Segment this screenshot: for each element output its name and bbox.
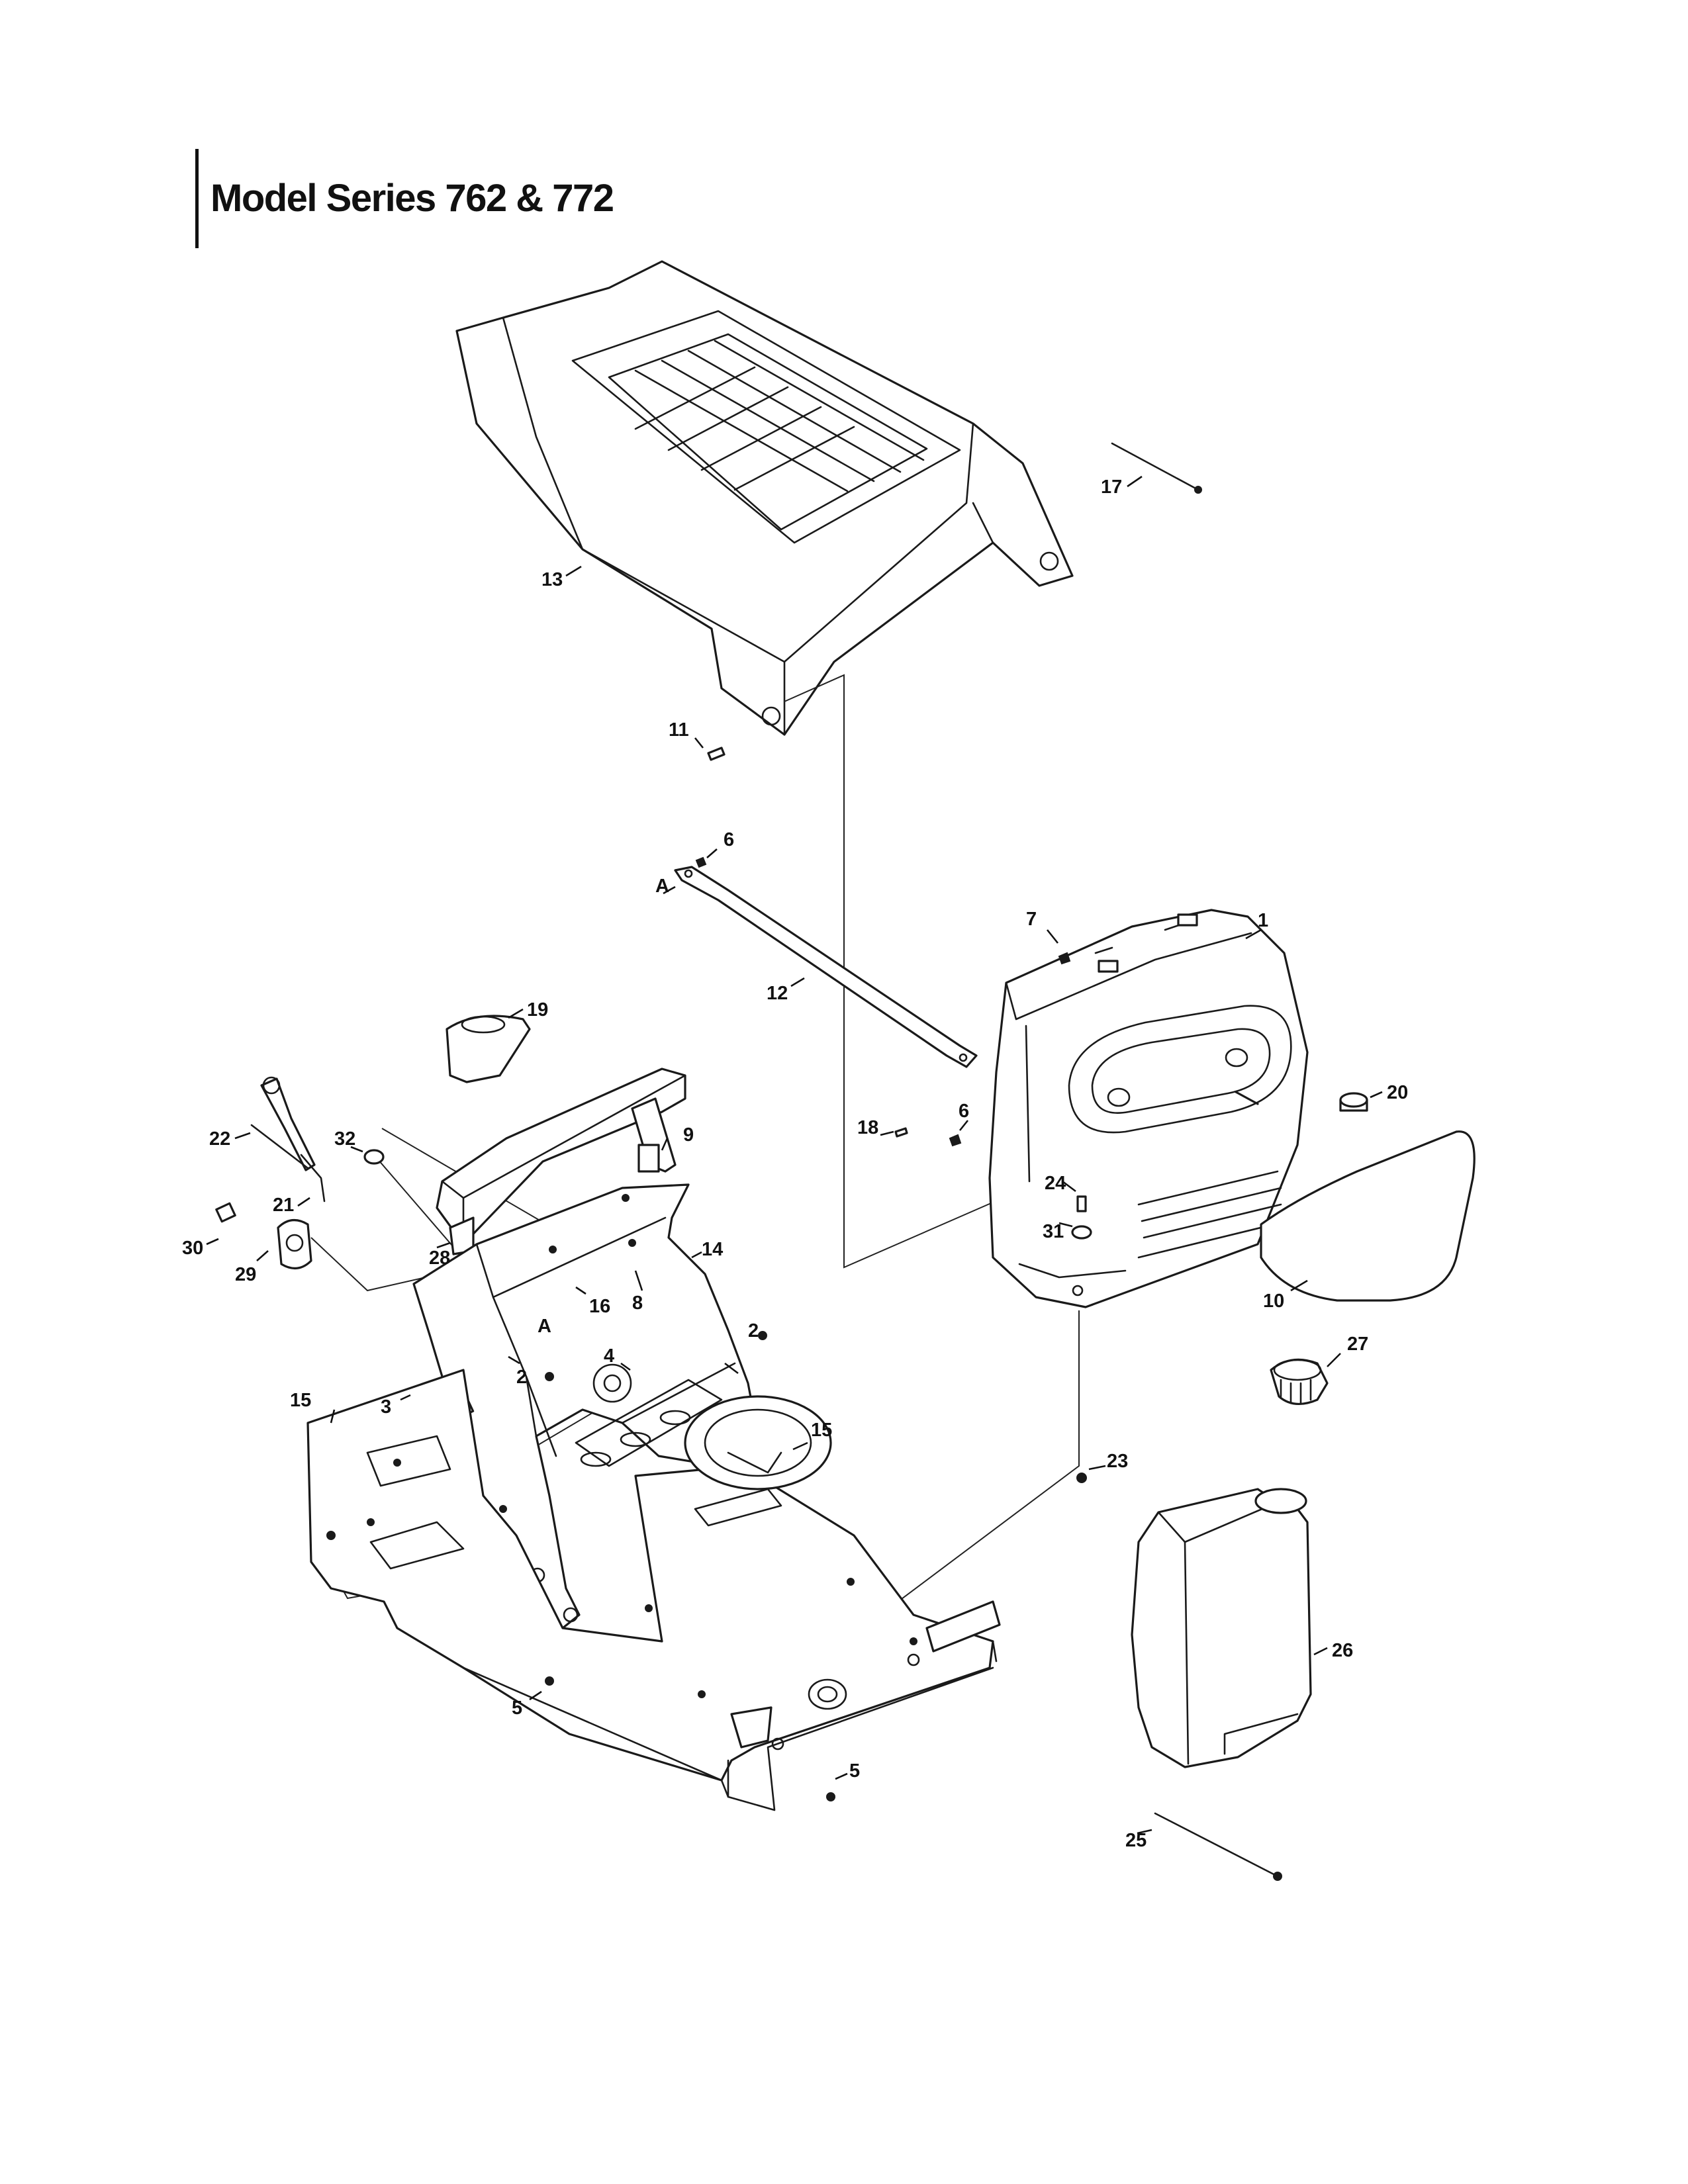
lens-part-10 <box>1260 1130 1476 1302</box>
callout-10: 10 <box>1263 1291 1284 1312</box>
ignition-parts <box>215 1076 767 1381</box>
callout-21: 21 <box>273 1195 294 1216</box>
callout-3: 3 <box>381 1396 391 1418</box>
support-rod-part-12 <box>674 856 1071 1147</box>
callout-23: 23 <box>1107 1451 1128 1472</box>
callout-5-left: 5 <box>512 1698 522 1719</box>
callout-11: 11 <box>669 719 689 741</box>
callout-13: 13 <box>541 569 563 590</box>
callout-22: 22 <box>209 1128 230 1150</box>
cable-tie-part-17 <box>1111 442 1202 494</box>
callout-4: 4 <box>604 1345 614 1367</box>
callout-25: 25 <box>1125 1830 1147 1851</box>
callout-17: 17 <box>1101 477 1122 498</box>
page-title: Model Series 762 & 772 <box>211 177 614 220</box>
knob-part-20 <box>1235 1091 1368 1112</box>
callout-15-left: 15 <box>290 1390 311 1411</box>
callout-a-top: A <box>655 876 669 897</box>
screws <box>707 747 1092 1483</box>
callout-a-mid: A <box>538 1316 551 1337</box>
callout-28: 28 <box>429 1248 450 1269</box>
callout-26: 26 <box>1332 1640 1353 1661</box>
hood-part-13 <box>455 260 1074 736</box>
cable-tie-part-25 <box>1154 1812 1282 1881</box>
callout-20: 20 <box>1387 1082 1408 1103</box>
callout-6-mid: 6 <box>959 1101 969 1122</box>
callout-2-right: 2 <box>748 1320 759 1342</box>
callout-14: 14 <box>702 1239 723 1260</box>
callout-30: 30 <box>182 1238 203 1259</box>
callout-32: 32 <box>334 1128 355 1150</box>
callout-12: 12 <box>767 983 788 1004</box>
fuel-tank-part-26 <box>1131 1358 1329 1768</box>
callout-labels: 1 2 2 3 4 5 5 6 6 7 8 9 10 11 12 13 14 1… <box>182 477 1408 1851</box>
dash-support-parts <box>436 1015 686 1255</box>
callout-5-right: 5 <box>849 1760 860 1782</box>
callout-24: 24 <box>1045 1173 1066 1194</box>
title-rule <box>195 149 199 248</box>
chassis-frame <box>306 1363 1001 1811</box>
callout-1: 1 <box>1258 910 1268 931</box>
callout-15-right: 15 <box>811 1420 832 1441</box>
callout-18: 18 <box>857 1117 878 1138</box>
callout-19: 19 <box>527 999 548 1021</box>
callout-7: 7 <box>1026 909 1037 930</box>
callout-8: 8 <box>632 1293 643 1314</box>
callout-leaders <box>206 475 1383 1835</box>
callout-9: 9 <box>683 1124 694 1146</box>
callout-16: 16 <box>589 1296 610 1317</box>
grille-part-1 <box>988 909 1309 1308</box>
callout-27: 27 <box>1347 1334 1368 1355</box>
callout-29: 29 <box>235 1264 256 1285</box>
callout-2-left: 2 <box>516 1367 527 1388</box>
callout-31: 31 <box>1043 1221 1064 1242</box>
callout-6-top: 6 <box>724 829 734 850</box>
